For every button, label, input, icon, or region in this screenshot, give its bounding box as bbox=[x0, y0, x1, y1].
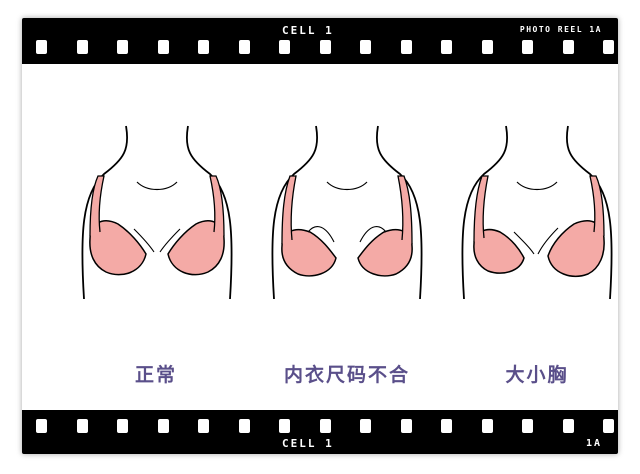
sprocket-hole bbox=[603, 419, 614, 433]
neck-line bbox=[136, 181, 178, 191]
sprocket-hole bbox=[198, 40, 209, 54]
cleavage-line bbox=[513, 227, 559, 255]
sprocket-hole bbox=[117, 419, 128, 433]
figure-uneven bbox=[461, 125, 613, 300]
sprocket-hole bbox=[603, 40, 614, 54]
bra-strap-left bbox=[473, 175, 489, 243]
sprocket-hole bbox=[238, 40, 250, 54]
sprocket-hole bbox=[157, 419, 169, 433]
sprocket-hole bbox=[157, 40, 169, 54]
sprocket-hole bbox=[481, 419, 493, 433]
sprocket-hole bbox=[76, 419, 88, 433]
sprocket-hole bbox=[400, 419, 412, 433]
sprocket-hole bbox=[400, 40, 412, 54]
illustration bbox=[81, 125, 613, 300]
sprocket-hole bbox=[279, 40, 290, 54]
sprocket-hole bbox=[441, 419, 452, 433]
bra-strap-right bbox=[397, 175, 413, 245]
caption-ill-fitting: 内衣尺码不合 bbox=[283, 364, 410, 386]
bra-strap-left bbox=[89, 175, 105, 237]
image-panel: 正常 内衣尺码不合 大小胸 bbox=[22, 64, 618, 410]
sprocket-hole bbox=[36, 419, 47, 433]
caption-normal: 正常 bbox=[134, 364, 177, 386]
overflow-left bbox=[307, 226, 335, 243]
sprocket-hole bbox=[522, 40, 533, 54]
bra-left-cup bbox=[281, 228, 337, 277]
body-outline bbox=[81, 125, 233, 300]
sprocket-hole bbox=[76, 40, 88, 54]
neck-line bbox=[516, 181, 558, 191]
sprocket-hole bbox=[360, 419, 371, 433]
bra-left-cup bbox=[89, 220, 147, 276]
film-strip-frame: CELL 1 PHOTO REEL 1A bbox=[22, 18, 618, 454]
sprocket-holes-bottom bbox=[22, 419, 618, 433]
bra-strap-left bbox=[281, 175, 297, 245]
sprocket-hole bbox=[562, 419, 574, 433]
sprocket-hole bbox=[117, 40, 128, 54]
caption-uneven: 大小胸 bbox=[505, 364, 569, 386]
sprocket-hole bbox=[238, 419, 250, 433]
sprocket-hole bbox=[562, 40, 574, 54]
reel-label-bottom: 1A bbox=[585, 438, 602, 449]
sprocket-hole bbox=[36, 40, 47, 54]
bra-left-cup bbox=[473, 228, 525, 274]
cleavage-line bbox=[133, 228, 181, 253]
sprocket-hole bbox=[319, 419, 331, 433]
sprocket-hole bbox=[441, 40, 452, 54]
neck-line bbox=[326, 181, 368, 191]
cell-label-top: CELL 1 bbox=[282, 24, 334, 37]
sprocket-holes-top bbox=[22, 40, 618, 54]
figure-normal bbox=[81, 125, 233, 300]
reel-label-top: PHOTO REEL 1A bbox=[519, 25, 602, 34]
sprocket-hole bbox=[481, 40, 493, 54]
bra-right-cup bbox=[167, 220, 225, 276]
bra-strap-right bbox=[589, 175, 605, 237]
bra-right-cup bbox=[547, 220, 605, 277]
overflow-right bbox=[359, 226, 387, 243]
bra-right-cup bbox=[357, 228, 413, 277]
figure-ill-fitting bbox=[271, 125, 423, 300]
bra-strap-right bbox=[209, 175, 225, 237]
cell-label-bottom: CELL 1 bbox=[282, 437, 334, 450]
sprocket-hole bbox=[319, 40, 331, 54]
sprocket-hole bbox=[522, 419, 533, 433]
sprocket-hole bbox=[360, 40, 371, 54]
sprocket-hole bbox=[198, 419, 209, 433]
sprocket-hole bbox=[279, 419, 290, 433]
